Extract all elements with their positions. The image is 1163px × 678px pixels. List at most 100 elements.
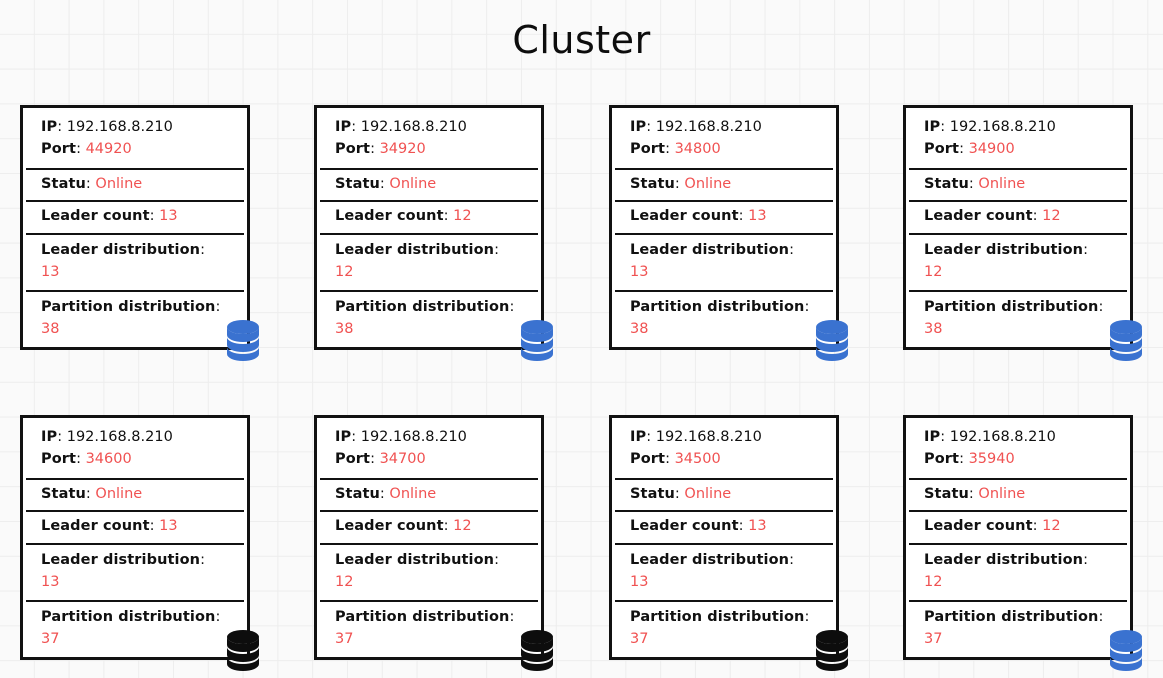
field-separator: : bbox=[1083, 241, 1088, 258]
field-separator: : bbox=[379, 175, 390, 192]
node-ip-line: IP: 192.168.8.210 bbox=[41, 426, 238, 448]
field-separator: : bbox=[804, 298, 810, 315]
node-port-line: Port: 34500 bbox=[630, 448, 827, 470]
page-title: Cluster bbox=[512, 18, 651, 62]
node-port-value: 34900 bbox=[968, 141, 1015, 158]
ip-label: IP bbox=[335, 119, 352, 135]
field-separator: : bbox=[665, 451, 675, 468]
leader-distribution-value: 13 bbox=[41, 264, 60, 281]
leader-count-value: 13 bbox=[748, 208, 767, 225]
status-label: Statu bbox=[630, 485, 675, 502]
port-label: Port bbox=[335, 141, 371, 158]
status-badge: Online bbox=[389, 175, 437, 192]
leader-count-value: 12 bbox=[1042, 208, 1061, 225]
node-leader-distribution-row: Leader distribution:13 bbox=[23, 542, 247, 600]
node-ip-line: IP: 192.168.8.210 bbox=[630, 426, 827, 448]
node-leader-distribution-row: Leader distribution:13 bbox=[612, 232, 836, 290]
leader-distribution-value: 12 bbox=[924, 574, 943, 591]
field-separator: : bbox=[1032, 518, 1043, 535]
field-separator: : bbox=[443, 518, 454, 535]
field-separator: : bbox=[804, 608, 810, 625]
field-separator: : bbox=[646, 119, 656, 135]
field-separator: : bbox=[379, 485, 390, 502]
field-separator: : bbox=[215, 608, 221, 625]
field-separator: : bbox=[959, 141, 969, 158]
field-separator: : bbox=[940, 429, 950, 445]
leader-distribution-label: Leader distribution bbox=[41, 551, 201, 568]
partition-distribution-label: Partition distribution bbox=[335, 608, 510, 625]
partition-distribution-label: Partition distribution bbox=[630, 298, 805, 315]
leader-count-value: 13 bbox=[159, 208, 178, 225]
node-port-line: Port: 44920 bbox=[41, 138, 238, 160]
node-status-row: Statu: Online bbox=[23, 477, 247, 510]
partition-distribution-value: 37 bbox=[41, 631, 60, 648]
partition-distribution-value: 37 bbox=[630, 631, 649, 648]
field-separator: : bbox=[968, 485, 979, 502]
node-status-row: Statu: Online bbox=[23, 167, 247, 200]
leader-count-label: Leader count bbox=[630, 518, 739, 535]
node-leader-count-row: Leader count: 13 bbox=[612, 200, 836, 232]
node-port-line: Port: 34600 bbox=[41, 448, 238, 470]
status-badge: Online bbox=[95, 175, 143, 192]
field-separator: : bbox=[738, 208, 749, 225]
node-ip-value: 192.168.8.210 bbox=[66, 119, 173, 135]
ip-label: IP bbox=[41, 429, 58, 445]
leader-count-label: Leader count bbox=[630, 208, 739, 225]
node-leader-distribution-row: Leader distribution:12 bbox=[317, 542, 541, 600]
field-separator: : bbox=[149, 208, 160, 225]
leader-distribution-label: Leader distribution bbox=[41, 241, 201, 258]
leader-distribution-label: Leader distribution bbox=[630, 241, 790, 258]
leader-distribution-label: Leader distribution bbox=[924, 551, 1084, 568]
node-port-value: 34700 bbox=[379, 451, 426, 468]
status-label: Statu bbox=[41, 485, 86, 502]
field-separator: : bbox=[215, 298, 221, 315]
leader-count-value: 12 bbox=[453, 208, 472, 225]
status-label: Statu bbox=[335, 175, 380, 192]
field-separator: : bbox=[968, 175, 979, 192]
node-status-row: Statu: Online bbox=[612, 167, 836, 200]
status-badge: Online bbox=[389, 485, 437, 502]
node-partition-distribution-row: Partition distribution:37 bbox=[612, 599, 836, 657]
node-partition-distribution-row: Partition distribution:38 bbox=[317, 289, 541, 347]
node-leader-count-row: Leader count: 12 bbox=[906, 510, 1130, 542]
field-separator: : bbox=[443, 208, 454, 225]
node-partition-distribution-row: Partition distribution:37 bbox=[317, 599, 541, 657]
field-separator: : bbox=[76, 451, 86, 468]
node-leader-distribution-row: Leader distribution:12 bbox=[317, 232, 541, 290]
node-leader-count-row: Leader count: 12 bbox=[906, 200, 1130, 232]
partition-distribution-value: 38 bbox=[924, 321, 943, 338]
ip-label: IP bbox=[335, 429, 352, 445]
node-port-line: Port: 34700 bbox=[335, 448, 532, 470]
ip-label: IP bbox=[630, 119, 647, 135]
partition-distribution-value: 37 bbox=[924, 631, 943, 648]
node-ip-value: 192.168.8.210 bbox=[949, 429, 1056, 445]
node-ip-value: 192.168.8.210 bbox=[655, 429, 762, 445]
ip-label: IP bbox=[41, 119, 58, 135]
partition-distribution-value: 38 bbox=[41, 321, 60, 338]
leader-distribution-value: 12 bbox=[335, 574, 354, 591]
port-label: Port bbox=[41, 141, 77, 158]
node-port-line: Port: 35940 bbox=[924, 448, 1121, 470]
node-ip-value: 192.168.8.210 bbox=[360, 429, 467, 445]
leader-count-label: Leader count bbox=[924, 208, 1033, 225]
node-ip-line: IP: 192.168.8.210 bbox=[630, 116, 827, 138]
leader-distribution-label: Leader distribution bbox=[335, 551, 495, 568]
node-ip-value: 192.168.8.210 bbox=[949, 119, 1056, 135]
status-badge: Online bbox=[95, 485, 143, 502]
port-label: Port bbox=[630, 451, 666, 468]
leader-count-value: 13 bbox=[748, 518, 767, 535]
node-status-row: Statu: Online bbox=[906, 167, 1130, 200]
